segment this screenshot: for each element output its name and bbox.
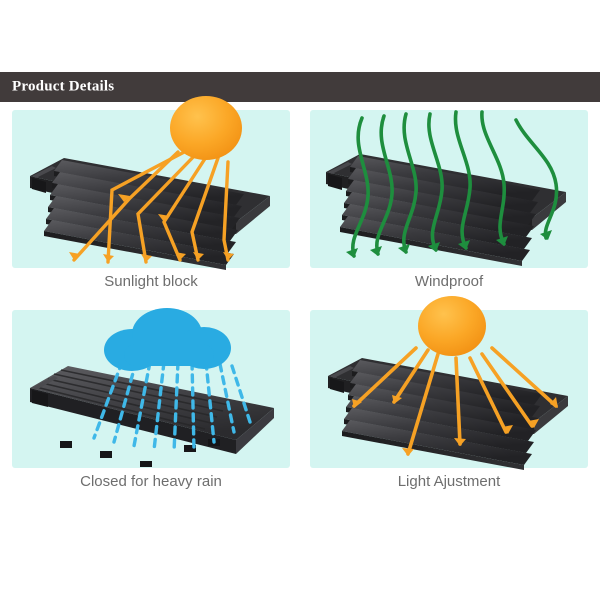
feature-caption-sunlight-block: Sunlight block [104,273,198,290]
sun-icon [418,296,486,356]
cloud-rain-icon [104,308,231,371]
sunlight-arrowheads [69,194,234,262]
feature-caption-closed-for-heavy-rain: Closed for heavy rain [80,473,222,490]
light-ray-group [352,346,558,456]
feature-panel-grid: Sunlight block [12,96,588,506]
louver-blades-group [342,360,542,470]
sun-icon [170,96,242,160]
wind-stream-group [351,110,559,258]
rain-group [92,360,252,454]
feature-caption-light-ajustment: Light Ajustment [397,473,501,490]
feature-panel-light-ajustment[interactable]: Light Ajustment [310,296,588,506]
light-ray-arrowheads [352,395,558,456]
feature-illustration-closed-for-heavy-rain [12,308,290,468]
feature-panel-windproof[interactable]: Windproof [310,110,588,306]
feature-panel-closed-for-heavy-rain[interactable]: Closed for heavy rain [12,308,290,506]
product-details-header-bar: Product Details [0,72,600,102]
feature-illustration-light-ajustment [310,296,588,470]
feature-caption-windproof: Windproof [414,273,484,290]
wind-arrowheads [346,230,552,258]
feature-illustration-windproof [310,110,588,268]
feature-illustration-sunlight-block [12,96,290,270]
feature-panel-sunlight-block[interactable]: Sunlight block [12,96,290,306]
page-title: Product Details [12,78,115,95]
